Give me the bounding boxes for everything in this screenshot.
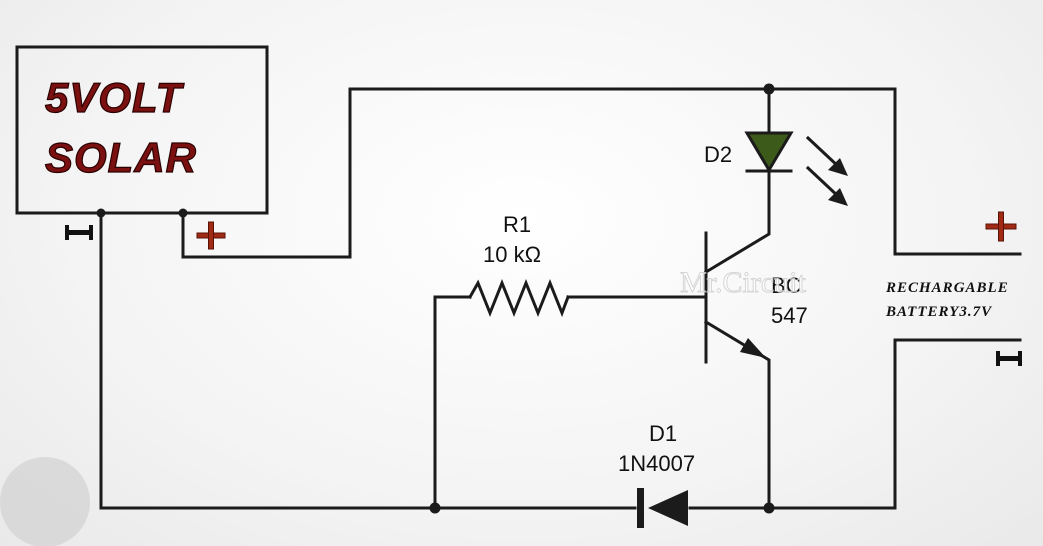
battery-negative-wire (893, 338, 1022, 510)
resistor-r1 (467, 278, 570, 318)
transistor-emitter (703, 319, 771, 510)
transistor-label-line2: 547 (771, 303, 808, 328)
led-light-arrows (805, 135, 848, 206)
junction-dot (763, 502, 775, 514)
solar-minus-sign (65, 225, 93, 240)
solar-label-line1: 5VOLT (45, 74, 185, 121)
battery-plus-sign (985, 211, 1017, 242)
diode-part-label: 1N4007 (618, 451, 695, 476)
transistor-collector (703, 170, 771, 275)
battery-label-line1: RECHARGABLE (885, 280, 1009, 296)
resistor-ref-label: R1 (503, 212, 531, 237)
junction-dot (763, 83, 775, 95)
solar-panel-box (15, 45, 269, 215)
solar-plus-sign (196, 221, 226, 250)
transistor-label-line1: BC (771, 273, 802, 298)
junction-dot (429, 502, 441, 514)
led-d2 (744, 131, 794, 173)
diode-ref-label: D1 (649, 421, 677, 446)
negative-rail-wire (99, 211, 637, 510)
battery-label-line2: BATTERY3.7V (885, 304, 993, 320)
battery-minus-sign (996, 351, 1022, 366)
resistor-left-wire (433, 295, 472, 510)
watermark: Mr.Circuit (680, 266, 806, 299)
corner-logo (0, 457, 90, 546)
diode-cathode-bar (637, 488, 644, 528)
solar-label-line2: SOLAR (45, 134, 197, 181)
positive-rail-wire (181, 87, 1022, 259)
diode-d1 (648, 490, 688, 526)
resistor-value-label: 10 kΩ (483, 242, 541, 267)
led-ref-label: D2 (704, 142, 732, 167)
emitter-arrow (740, 338, 766, 358)
